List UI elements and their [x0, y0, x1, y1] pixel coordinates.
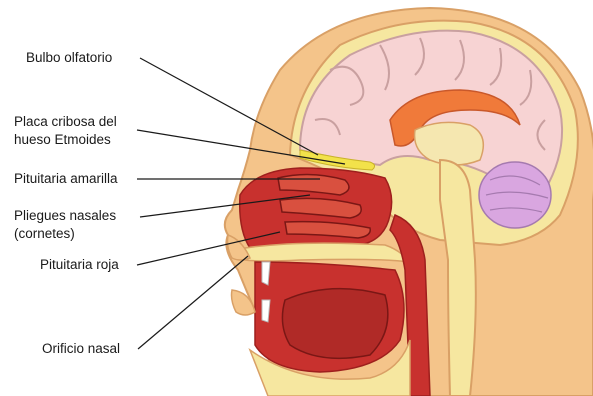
label-pituitaria-roja: Pituitaria roja [40, 257, 119, 273]
label-bulbo-olfatorio: Bulbo olfatorio [26, 50, 112, 66]
label-placa-cribosa-line2: hueso Etmoides [14, 132, 111, 148]
label-pliegues-line2: (cornetes) [14, 226, 75, 242]
label-orificio-nasal: Orificio nasal [42, 341, 120, 357]
label-placa-cribosa-line1: Placa cribosa del [14, 114, 117, 130]
hard-palate [245, 243, 410, 262]
tongue [282, 289, 387, 359]
label-pituitaria-amarilla: Pituitaria amarilla [14, 171, 118, 187]
leader-orificio [138, 256, 248, 349]
label-pliegues-line1: Pliegues nasales [14, 208, 116, 224]
cerebellum [479, 162, 551, 228]
